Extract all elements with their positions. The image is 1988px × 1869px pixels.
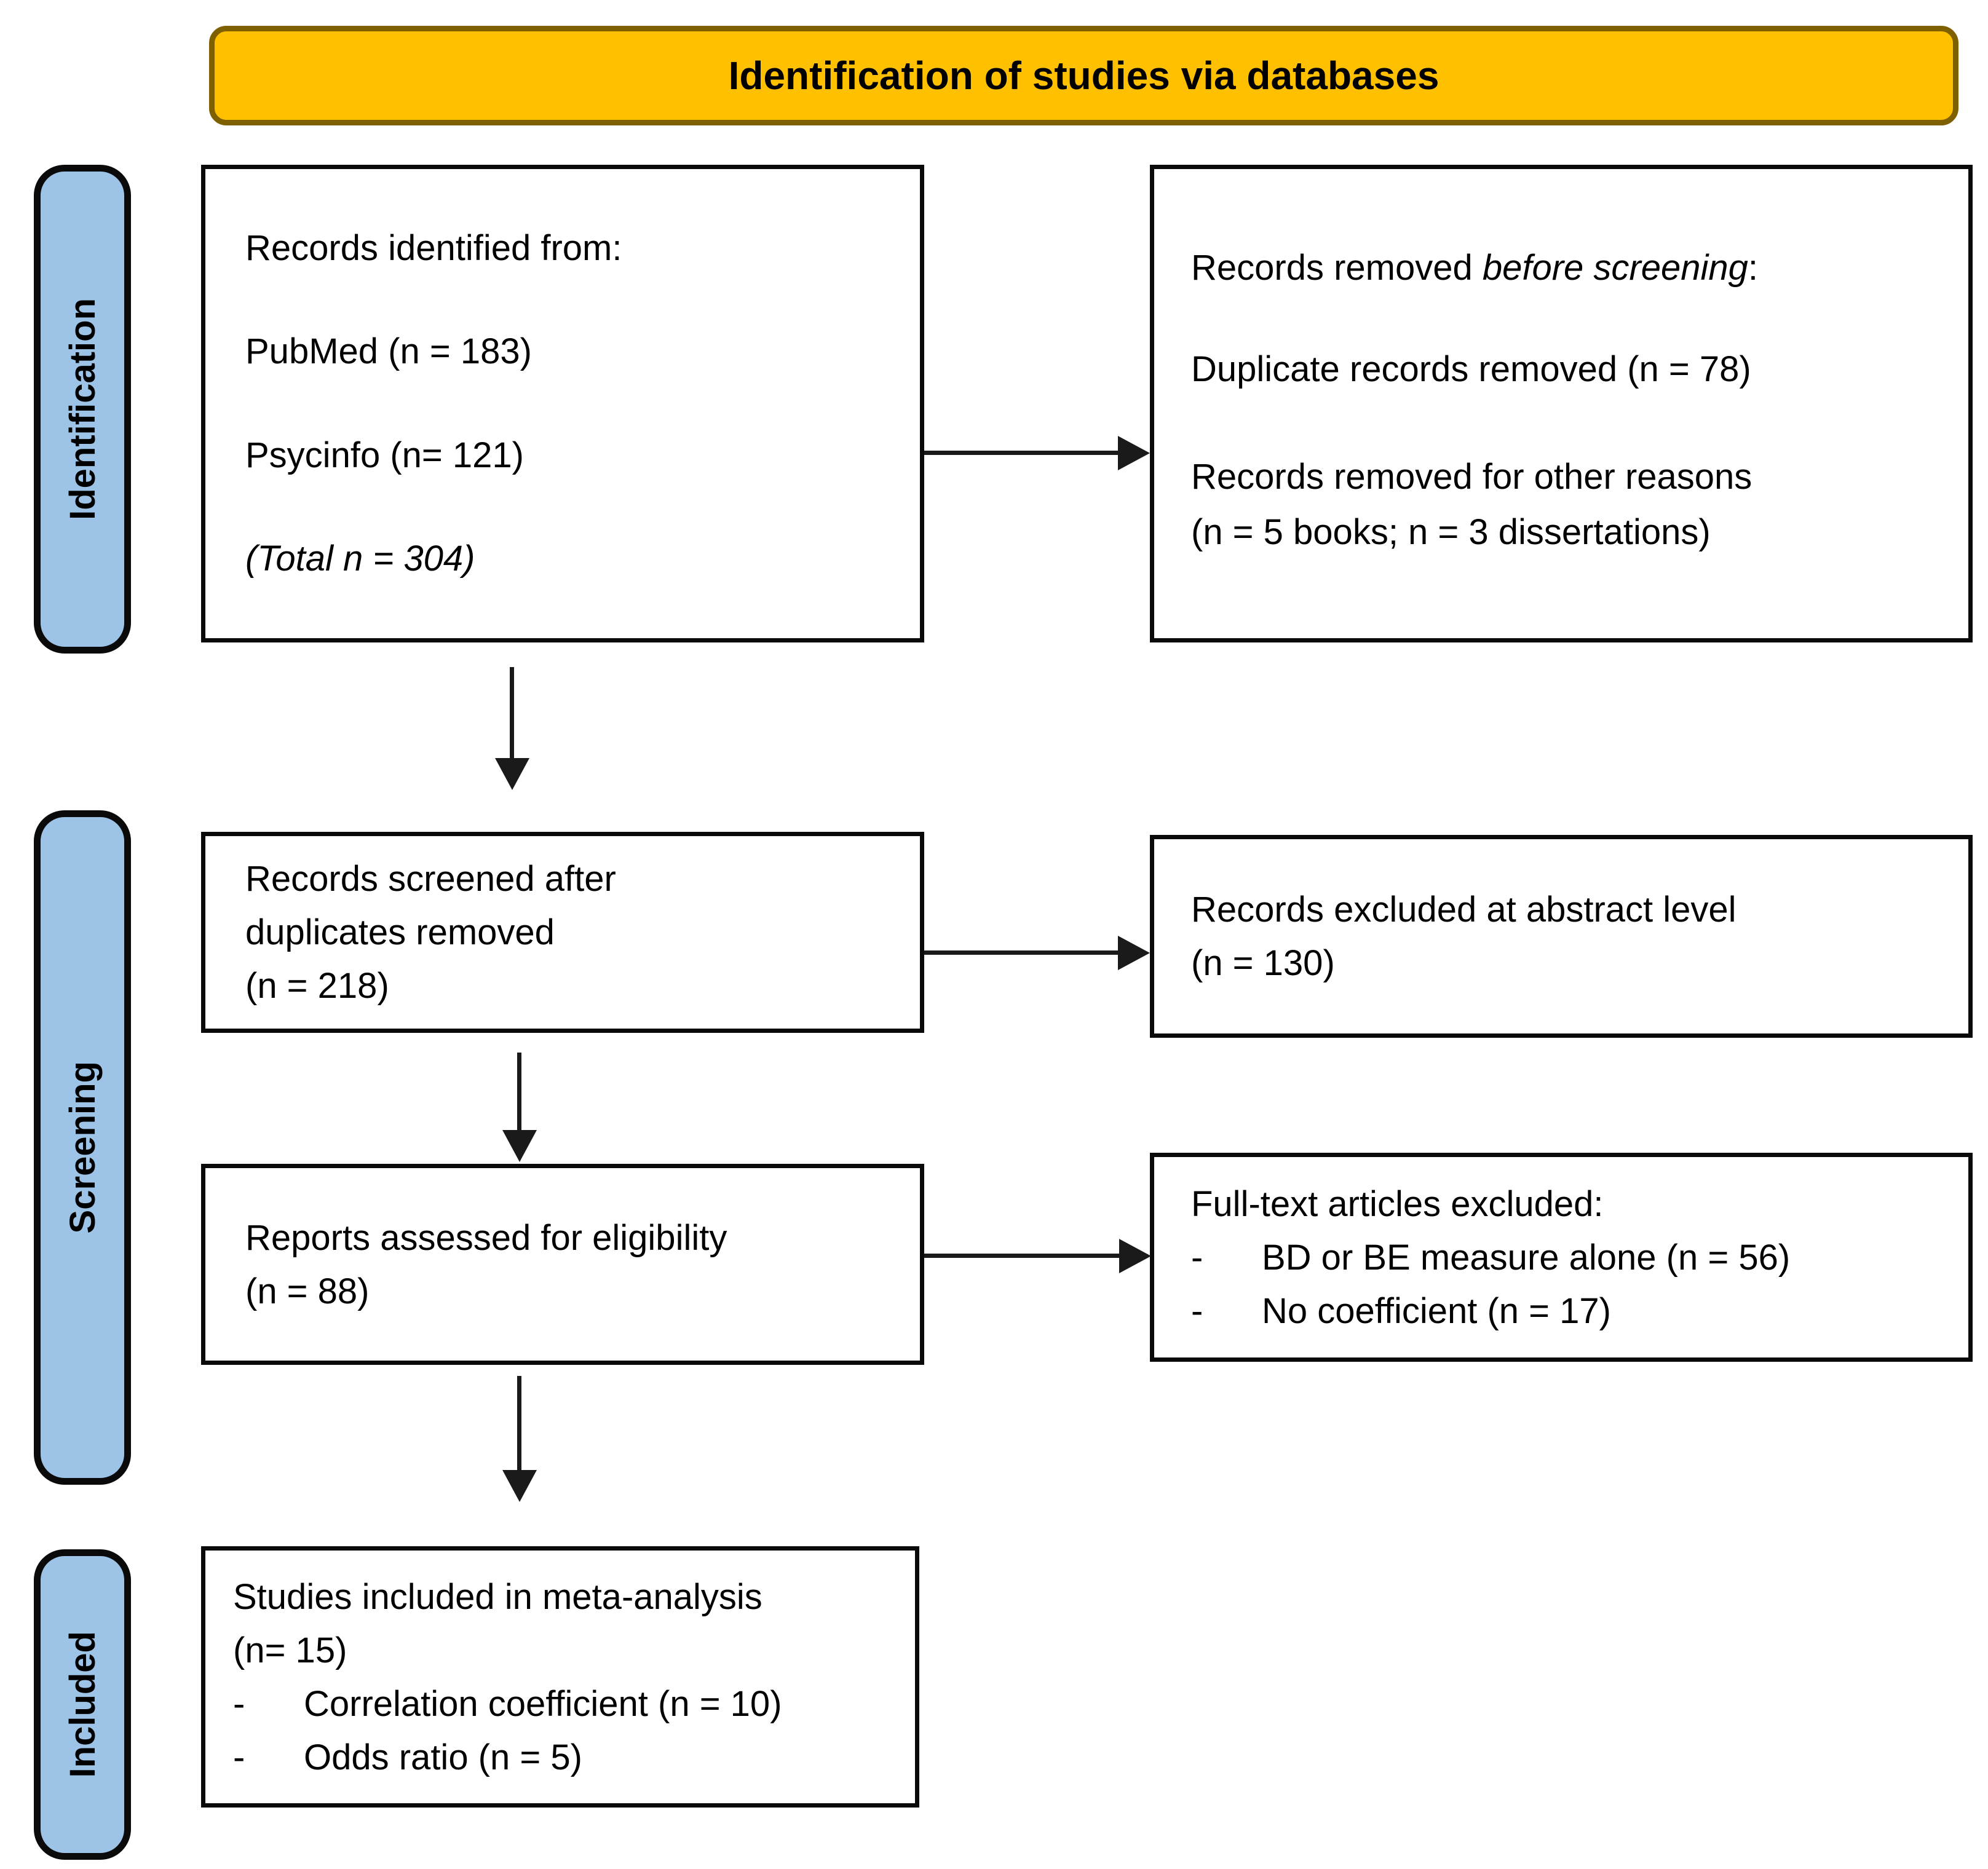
box-fulltext-excluded: Full-text articles excluded: - BD or BE …	[1150, 1153, 1973, 1362]
records-screened-count: (n = 218)	[245, 966, 389, 1006]
stage-included-label: Included	[62, 1631, 103, 1778]
arrowhead-right-icon	[1118, 436, 1150, 470]
box-records-removed: Records removed before screening: Duplic…	[1150, 165, 1973, 642]
records-excluded-line1: Records excluded at abstract level	[1191, 890, 1737, 930]
arrow-shaft	[924, 950, 1118, 955]
banner: Identification of studies via databases	[209, 26, 1958, 125]
arrowhead-right-icon	[1118, 936, 1150, 970]
arrow-screened-to-excluded	[924, 936, 1150, 970]
dash-bullet: -	[1191, 1290, 1203, 1331]
records-removed-duplicates: Duplicate records removed (n = 78)	[1191, 349, 1751, 389]
records-removed-other-line1: Records removed for other reasons	[1191, 457, 1752, 497]
records-removed-title-post: :	[1748, 248, 1759, 288]
arrowhead-down-icon	[502, 1470, 537, 1502]
box-reports-assessed: Reports assessed for eligibility (n = 88…	[201, 1164, 924, 1365]
stage-identification-label: Identification	[62, 298, 103, 520]
arrow-shaft	[924, 1254, 1119, 1258]
arrow-assessed-to-included	[502, 1376, 537, 1502]
arrowhead-down-icon	[502, 1130, 537, 1162]
records-removed-title-italic: before screening	[1482, 248, 1748, 288]
stage-screening: Screening	[34, 810, 131, 1485]
arrow-shaft	[517, 1053, 521, 1130]
studies-included-item-1: - Correlation coefficient (n = 10)	[233, 1677, 904, 1731]
reports-assessed-line1: Reports assessed for eligibility	[245, 1217, 727, 1258]
stage-included: Included	[34, 1549, 131, 1860]
arrow-screened-to-assessed	[502, 1053, 537, 1162]
studies-included-item-2-text: Odds ratio (n = 5)	[304, 1737, 582, 1777]
fulltext-excluded-title: Full-text articles excluded:	[1191, 1183, 1604, 1224]
studies-included-item-2: - Odds ratio (n = 5)	[233, 1731, 904, 1784]
box-records-screened: Records screened after duplicates remove…	[201, 832, 924, 1033]
fulltext-excluded-item-2-text: No coefficient (n = 17)	[1262, 1290, 1611, 1331]
arrow-shaft	[510, 667, 514, 758]
records-removed-other-line2: (n = 5 books; n = 3 dissertations)	[1191, 512, 1711, 552]
fulltext-excluded-item-2: - No coefficient (n = 17)	[1191, 1284, 1957, 1338]
arrow-shaft	[924, 451, 1118, 455]
box-studies-included: Studies included in meta-analysis (n= 15…	[201, 1546, 919, 1808]
fulltext-excluded-item-1: - BD or BE measure alone (n = 56)	[1191, 1231, 1957, 1284]
arrowhead-down-icon	[495, 758, 529, 790]
studies-included-count: (n= 15)	[233, 1630, 347, 1670]
records-removed-other: Records removed for other reasons (n = 5…	[1191, 449, 1957, 560]
records-identified-title: Records identified from:	[245, 227, 622, 268]
stage-identification: Identification	[34, 165, 131, 654]
arrowhead-right-icon	[1119, 1239, 1151, 1273]
box-records-excluded: Records excluded at abstract level (n = …	[1150, 835, 1973, 1038]
dash-bullet: -	[1191, 1237, 1203, 1278]
banner-label: Identification of studies via databases	[728, 53, 1440, 98]
records-screened-line1: Records screened after	[245, 859, 616, 899]
arrow-shaft	[517, 1376, 521, 1470]
records-identified-pubmed: PubMed (n = 183)	[245, 331, 532, 372]
reports-assessed-count: (n = 88)	[245, 1271, 370, 1311]
arrow-identified-to-screened	[495, 667, 529, 790]
records-removed-title-pre: Records removed	[1191, 248, 1483, 288]
stage-screening-label: Screening	[62, 1061, 103, 1234]
fulltext-excluded-item-1-text: BD or BE measure alone (n = 56)	[1262, 1237, 1791, 1278]
records-removed-title: Records removed before screening:	[1191, 247, 1957, 289]
records-identified-psycinfo: Psycinfo (n= 121)	[245, 435, 524, 475]
dash-bullet: -	[233, 1683, 245, 1724]
studies-included-item-1-text: Correlation coefficient (n = 10)	[304, 1683, 782, 1724]
box-records-identified: Records identified from: PubMed (n = 183…	[201, 165, 924, 642]
studies-included-line1: Studies included in meta-analysis	[233, 1576, 762, 1617]
records-identified-total: (Total n = 304)	[245, 538, 475, 579]
arrow-identified-to-removed	[924, 436, 1150, 470]
arrow-assessed-to-fulltext	[924, 1239, 1151, 1273]
records-screened-line2: duplicates removed	[245, 912, 555, 952]
dash-bullet: -	[233, 1737, 245, 1777]
records-excluded-count: (n = 130)	[1191, 943, 1335, 983]
